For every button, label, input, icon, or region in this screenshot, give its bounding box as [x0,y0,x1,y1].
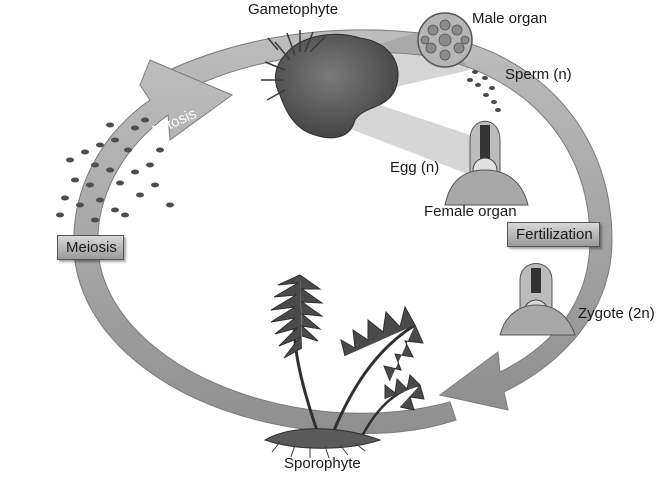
sperm-icon [467,70,501,112]
meiosis-label: Meiosis [57,235,124,260]
female-organ-label: Female organ [424,203,517,220]
zygote-label: Zygote (2n) [578,305,655,322]
zygote-icon [499,263,576,336]
sperm-label: Sperm (n) [505,66,572,83]
female-organ-icon [444,120,529,206]
spores-icon [56,117,174,223]
male-organ-icon [417,12,473,68]
egg-label: Egg (n) [390,159,440,176]
male-organ-label: Male organ [472,10,548,27]
fertilization-label: Fertilization [507,222,600,247]
sporophyte-label: Sporophyte [284,455,361,472]
fern-sporophyte-icon [263,274,425,459]
gametophyte-thallus-icon [261,30,399,139]
gametophyte-label: Gametophyte [248,1,339,18]
